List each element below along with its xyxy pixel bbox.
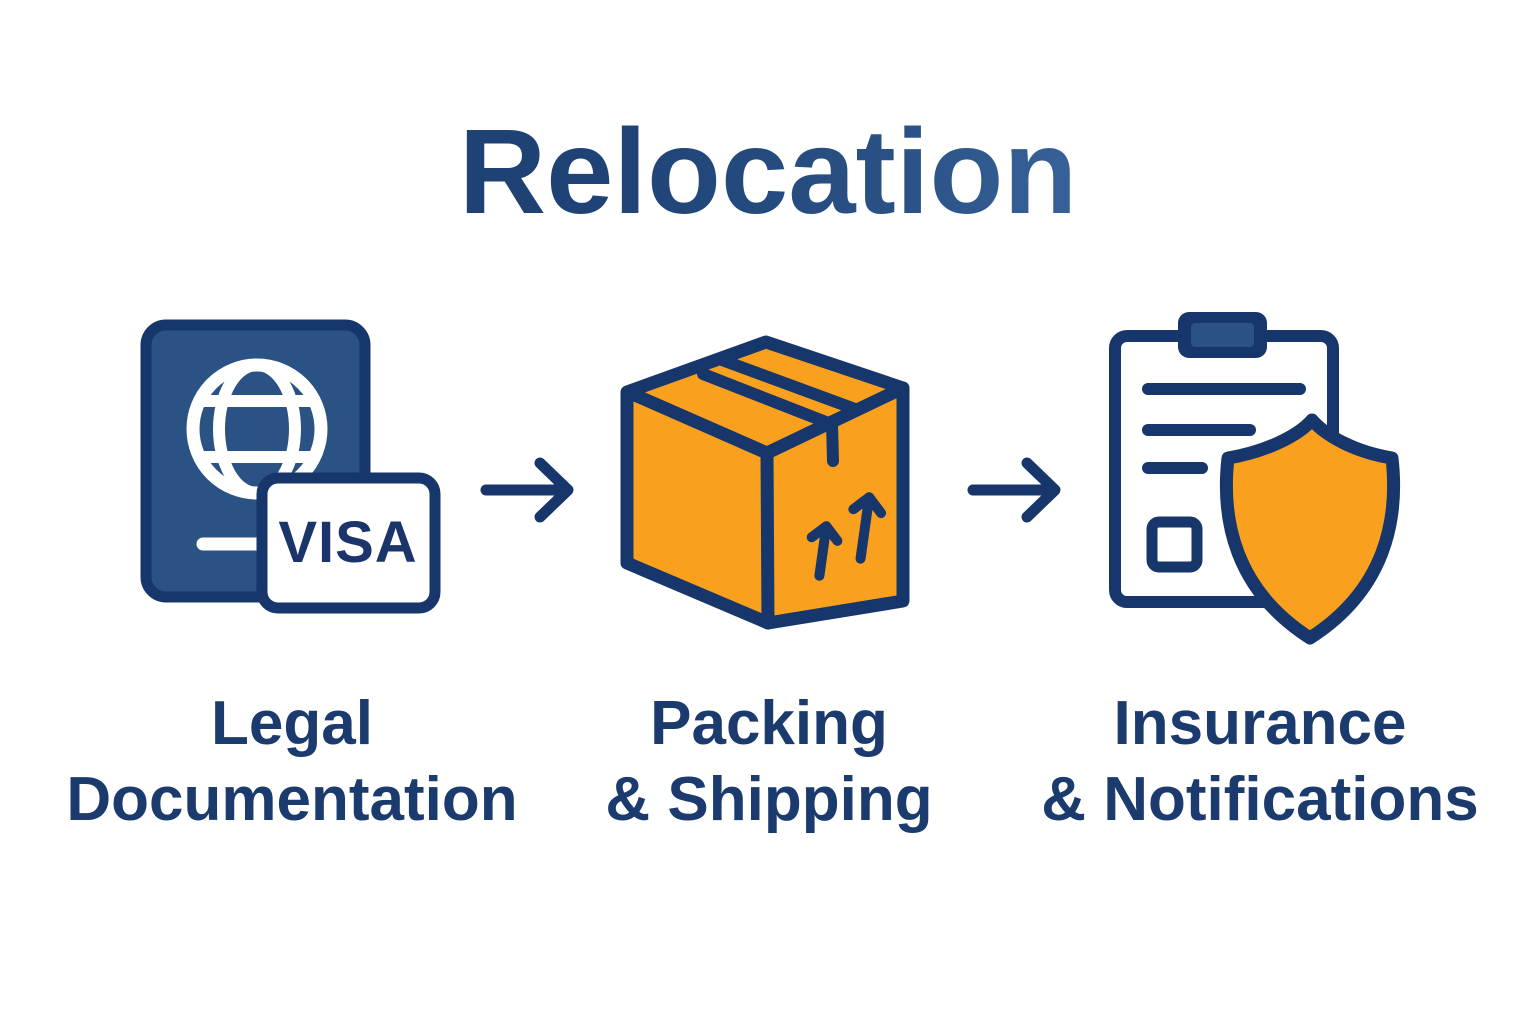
right-arrow-icon bbox=[967, 455, 1062, 525]
clipboard-checkbox bbox=[1146, 516, 1203, 573]
right-arrow-icon bbox=[480, 455, 575, 525]
page-title: Relocation bbox=[0, 99, 1536, 244]
visa-card: VISA bbox=[256, 472, 441, 614]
visa-card-text: VISA bbox=[278, 510, 417, 575]
step-label-line: Legal bbox=[211, 689, 373, 758]
box-tape bbox=[697, 354, 861, 467]
step-label-line: Documentation bbox=[66, 765, 518, 834]
shield-icon bbox=[1219, 413, 1401, 645]
step-label-line: & Notifications bbox=[1041, 765, 1479, 834]
step-label-line: Insurance bbox=[1113, 689, 1407, 758]
passport-visa-icon: VISA bbox=[130, 305, 460, 630]
this-side-up-arrows-icon bbox=[806, 492, 887, 581]
step-label-packing-shipping: Packing & Shipping bbox=[509, 686, 1029, 838]
clipboard-clip bbox=[1178, 312, 1267, 358]
step-label-line: Packing bbox=[650, 689, 888, 758]
clipboard-text-lines bbox=[1142, 383, 1306, 474]
package-box-icon bbox=[610, 330, 920, 640]
step-label-insurance-notifications: Insurance & Notifications bbox=[1000, 686, 1520, 838]
step-label-legal-documentation: Legal Documentation bbox=[32, 686, 552, 838]
step-label-line: & Shipping bbox=[605, 765, 933, 834]
clipboard-shield-icon bbox=[1095, 300, 1425, 660]
